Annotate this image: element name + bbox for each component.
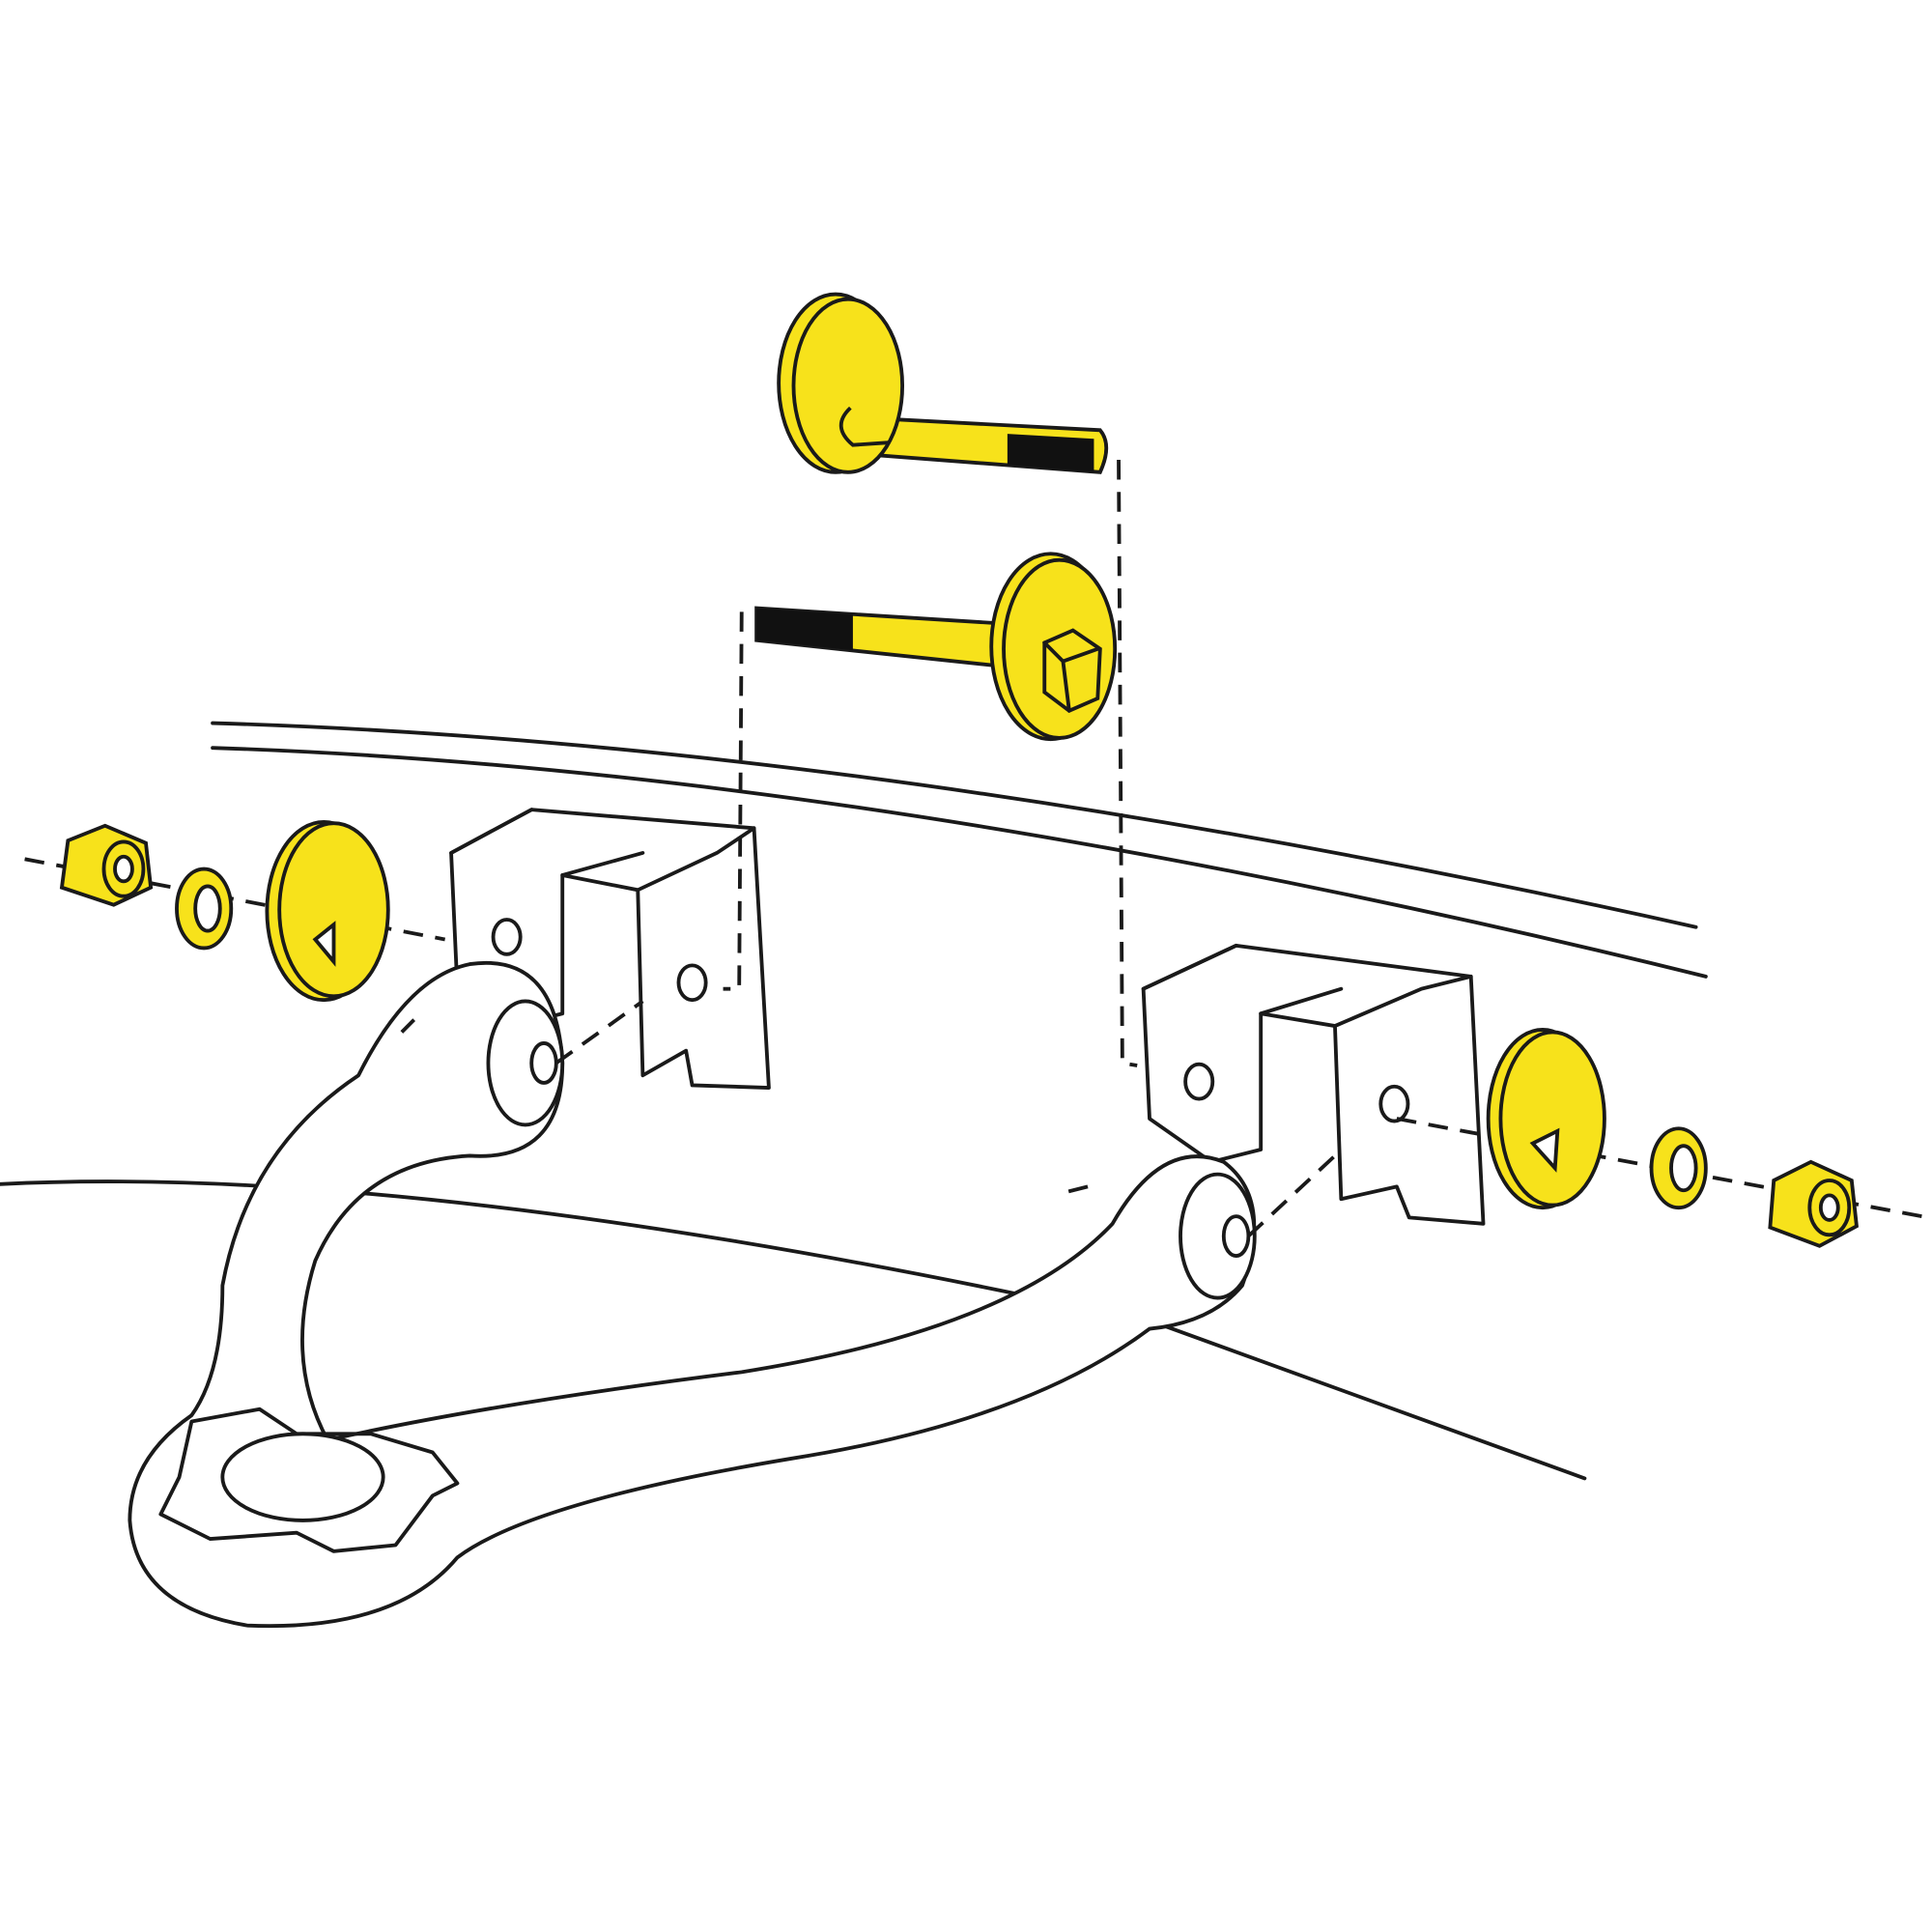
right-lock-washer xyxy=(1649,1126,1708,1210)
frame-rail xyxy=(211,721,1708,979)
bracket-hole xyxy=(676,963,708,1003)
left-lock-washer xyxy=(175,867,234,951)
right-mounting-bracket xyxy=(1141,943,1486,1226)
left-hex-nut xyxy=(59,823,154,907)
cam-bolt-with-hex-head xyxy=(754,552,1118,742)
bracket-hole xyxy=(491,918,523,956)
bracket-hole xyxy=(1378,1084,1410,1123)
top-cam-bolt xyxy=(777,292,1109,474)
body-panel-lines xyxy=(0,1179,1587,1481)
right-cam-washer xyxy=(1486,1027,1606,1210)
bracket-hole xyxy=(1183,1062,1215,1101)
right-hex-nut xyxy=(1768,1159,1859,1248)
left-cam-washer xyxy=(265,820,390,1003)
upper-control-arm xyxy=(128,960,1257,1629)
